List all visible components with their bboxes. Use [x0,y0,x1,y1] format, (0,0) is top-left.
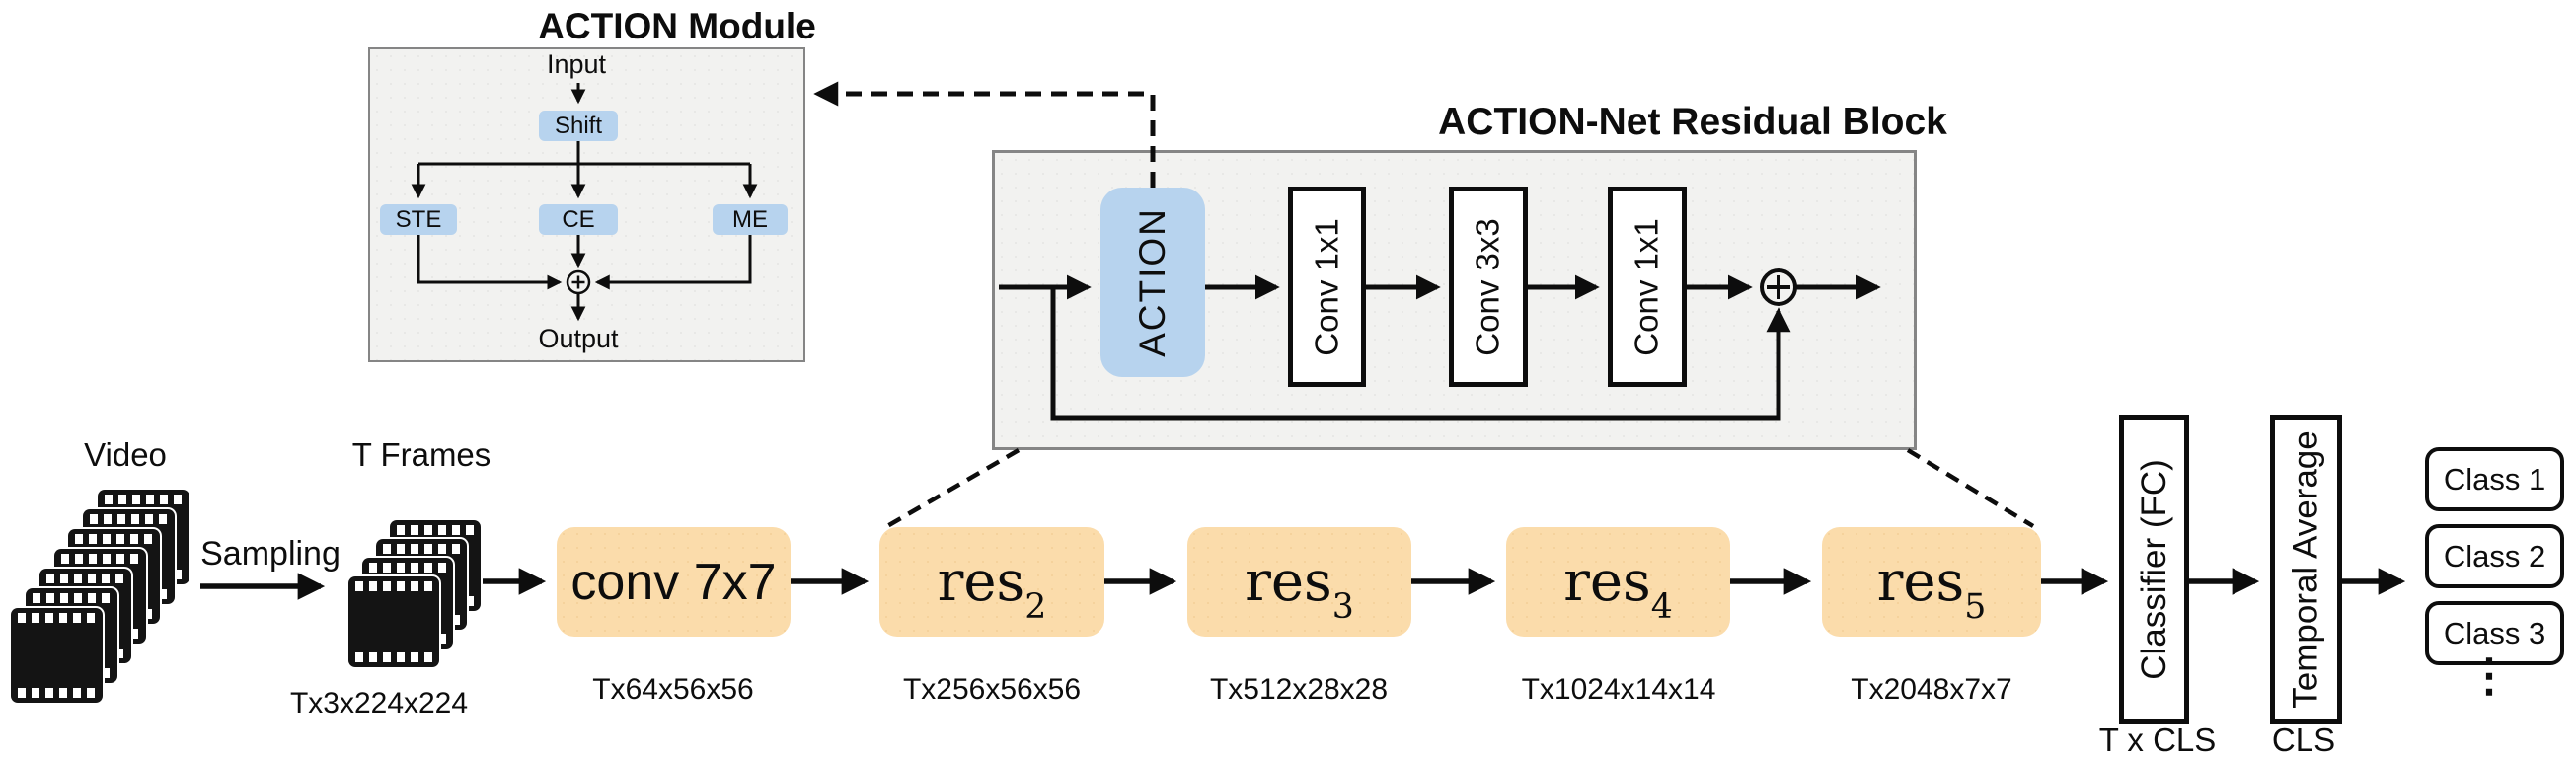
frame-photo [354,595,433,649]
res4-dim-label: Tx1024x14x14 [1521,673,1716,706]
sprocket-holes [90,514,170,524]
ste-label: STE [395,205,442,233]
class2-box: Class 2 [2425,524,2564,588]
class3-label: Class 3 [2443,615,2546,650]
temporal-average-label: Temporal Average [2286,429,2325,709]
conv1x1-block-b: Conv 1x1 [1608,187,1687,387]
class2-label: Class 2 [2443,538,2546,574]
shift-label: Shift [554,112,603,139]
temporal-dim-label: CLS [2271,722,2336,758]
zoom-edge-right-dashed [1906,448,2035,528]
residual-add-circle-icon [1760,268,1797,306]
me-label: ME [732,205,768,233]
stage-conv7x7-label: conv 7x7 [570,553,777,611]
film-frame [348,576,439,667]
sprocket-holes [60,554,141,564]
tframes-dim-label: Tx3x224x224 [289,687,469,720]
classes-ellipsis: ⋮ [2466,650,2512,701]
video-label: Video [84,436,167,473]
conv7x7-dim-label: Tx64x56x56 [592,673,754,706]
stage-res3-label: res3 [1245,550,1354,628]
conv1x1-block-a: Conv 1x1 [1288,187,1366,387]
ste-block: STE [380,204,457,235]
stage-res5: res5 [1822,527,2041,637]
module-input-label: Input [546,49,607,79]
frame-photo [17,627,97,684]
zoom-link-dashed-arrow [813,81,1156,188]
sampling-label: Sampling [200,535,341,573]
zoom-edge-left-dashed [885,448,1021,528]
action-label: ACTION [1132,207,1173,357]
action-block: ACTION [1100,188,1205,377]
sprocket-holes [355,652,434,662]
class1-box: Class 1 [2425,447,2564,511]
stage-res2-label: res2 [937,550,1047,628]
res5-dim-label: Tx2048x7x7 [1851,673,2012,706]
conv3x3-label: Conv 3x3 [1470,217,1507,356]
conv3x3-block: Conv 3x3 [1449,187,1528,387]
sprocket-holes [75,534,156,544]
tframes-label: T Frames [351,436,492,473]
ce-block: CE [539,204,618,235]
stage-res5-label: res5 [1876,550,1987,628]
class1-label: Class 1 [2443,461,2546,497]
stage-res2: res2 [879,527,1104,637]
sprocket-holes [46,574,127,583]
sprocket-holes [397,525,476,535]
pipeline-arrows [200,568,2406,600]
classifier-label: Classifier (FC) [2134,458,2173,680]
module-output-label: Output [538,324,619,353]
film-frame [11,608,103,703]
res2-dim-label: Tx256x56x56 [902,673,1082,706]
sprocket-holes [18,613,98,623]
module-flow-lines [411,83,758,322]
class3-box: Class 3 [2425,601,2564,665]
conv1x1-a-label: Conv 1x1 [1308,217,1345,356]
classifier-block: Classifier (FC) [2119,415,2189,724]
residual-block-title: ACTION-Net Residual Block [1438,101,1947,143]
sprocket-holes [18,688,98,698]
classifier-dim-label: T x CLS [2098,722,2217,758]
stage-res3: res3 [1187,527,1411,637]
sprocket-holes [355,581,434,591]
sprocket-holes [32,593,113,603]
conv1x1-b-label: Conv 1x1 [1629,217,1666,356]
sprocket-holes [369,563,448,573]
sprocket-holes [104,495,185,504]
stage-conv7x7: conv 7x7 [557,527,791,637]
temporal-average-block: Temporal Average [2270,415,2342,724]
ce-label: CE [562,205,595,233]
add-circle-icon [566,269,591,295]
action-module-title: ACTION Module [538,6,816,46]
res3-dim-label: Tx512x28x28 [1209,673,1389,706]
residual-flow-lines [999,274,1881,421]
stage-res4-label: res4 [1563,550,1673,628]
stage-res4: res4 [1506,527,1730,637]
me-block: ME [713,204,788,235]
sprocket-holes [383,544,462,554]
shift-block: Shift [539,111,618,141]
